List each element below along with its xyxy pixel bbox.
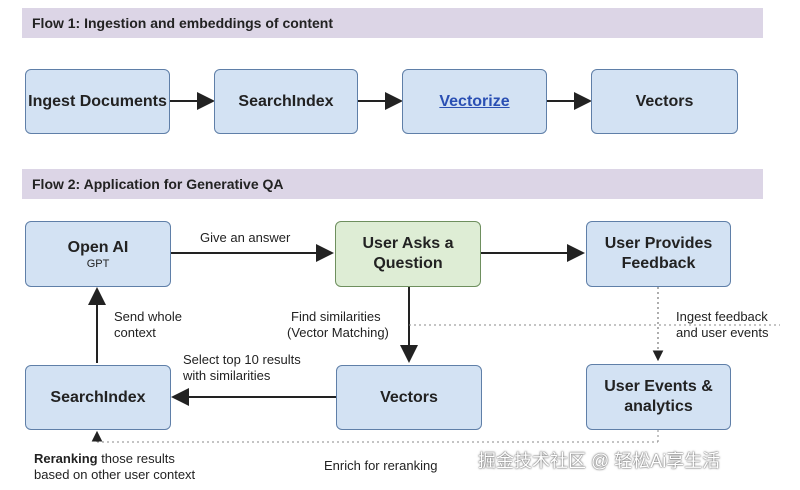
box-open-ai: Open AI GPT <box>25 221 171 287</box>
box-label: User Asks a Question <box>362 235 454 272</box>
box-vectors-flow1: Vectors <box>591 69 738 134</box>
flow1-banner: Flow 1: Ingestion and embeddings of cont… <box>22 8 763 38</box>
flow2-title: Flow 2: Application for Generative QA <box>32 176 284 192</box>
label-reranking-2: based on other user context <box>34 467 196 482</box>
label-give-answer: Give an answer <box>200 230 291 245</box>
box-searchindex-flow2: SearchIndex <box>25 365 171 430</box>
box-label: SearchIndex <box>238 92 334 110</box>
box-vectorize: Vectorize <box>402 69 547 134</box>
box-label: Vectors <box>635 92 694 110</box>
label-reranking-1: Reranking those results <box>34 451 175 467</box>
label-find-similarities-2: (Vector Matching) <box>287 325 389 340</box>
label-reranking-rest: those results <box>97 451 175 466</box>
watermark: 掘金技术社区 @ 轻松Ai享生活 <box>478 451 721 471</box>
box-user-asks-question: User Asks a Question <box>335 221 481 287</box>
label-send-context-1: Send whole <box>114 309 182 324</box>
label-reranking-bold: Reranking <box>34 451 98 466</box>
box-label: Vectors <box>380 388 438 406</box>
box-label: User Events & analytics <box>604 378 713 415</box>
box-label: SearchIndex <box>50 388 146 406</box>
box-label: Open AI <box>67 238 129 256</box>
label-find-similarities-1: Find similarities <box>291 309 381 324</box>
box-vectors-flow2: Vectors <box>336 365 482 430</box>
box-user-events-analytics: User Events & analytics <box>586 364 731 430</box>
label-select-top-2: with similarities <box>183 368 271 383</box>
label-ingest-feedback-1: Ingest feedback <box>676 309 768 324</box>
flow2-banner: Flow 2: Application for Generative QA <box>22 169 763 199</box>
label-ingest-feedback-2: and user events <box>676 325 769 340</box>
box-sublabel: GPT <box>86 257 110 270</box>
flow1-title: Flow 1: Ingestion and embeddings of cont… <box>32 15 333 31</box>
box-user-provides-feedback: User Provides Feedback <box>586 221 731 287</box>
box-searchindex-flow1: SearchIndex <box>214 69 358 134</box>
box-label: User Provides Feedback <box>604 235 713 272</box>
label-enrich-reranking: Enrich for reranking <box>324 458 438 473</box>
box-ingest-documents: Ingest Documents <box>25 69 170 134</box>
box-label: Ingest Documents <box>28 92 167 110</box>
label-send-context-2: context <box>114 325 156 340</box>
label-select-top-1: Select top 10 results <box>183 352 301 367</box>
vectorize-link[interactable]: Vectorize <box>439 92 510 110</box>
